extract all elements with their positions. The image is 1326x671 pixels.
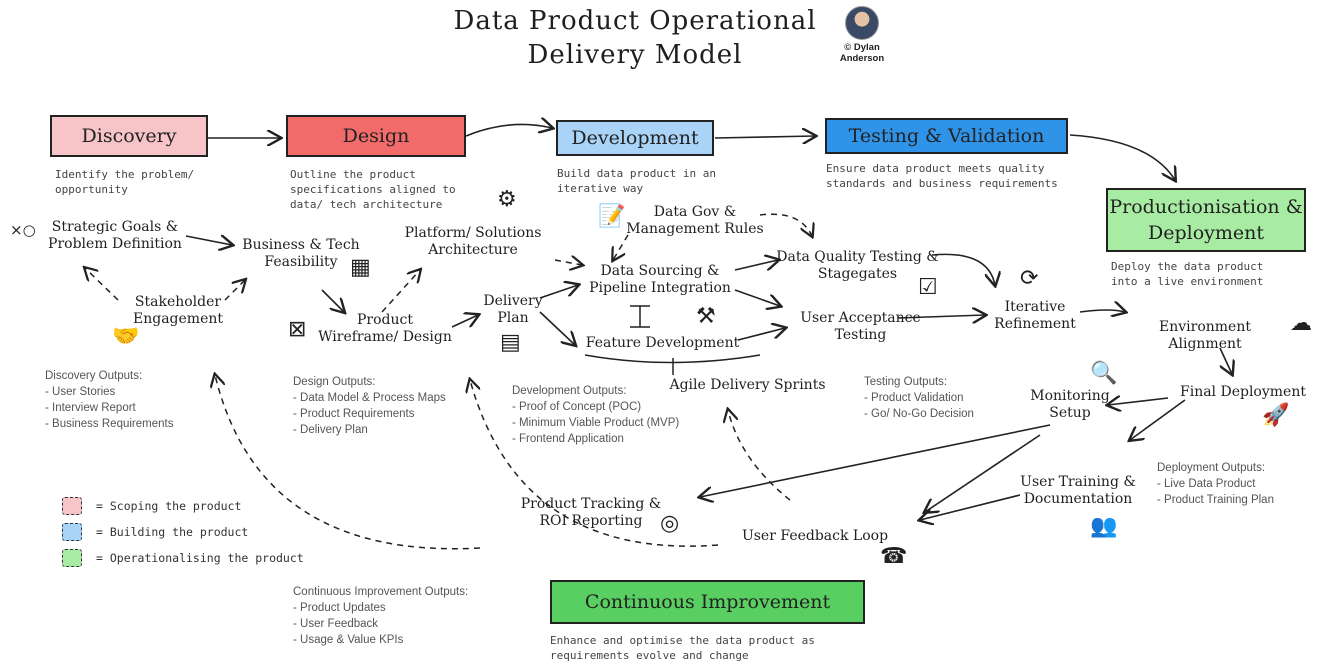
- handshake-icon: 🤝: [112, 324, 140, 349]
- output-item: - Delivery Plan: [293, 424, 368, 436]
- legend-label: = Scoping the product: [96, 499, 242, 513]
- phase-continuous-improvement[interactable]: Continuous Improvement: [550, 580, 865, 624]
- legend-swatch-scoping: [62, 497, 82, 515]
- node-platform-architecture: Platform/ Solutions Architecture: [404, 225, 542, 258]
- phase-development[interactable]: Development: [556, 120, 714, 156]
- legend-swatch-operationalising: [62, 549, 82, 567]
- cloud-server-icon: ☁: [1290, 311, 1312, 336]
- node-data-gov: Data Gov & Management Rules: [626, 204, 764, 237]
- output-item: - Minimum Viable Product (MVP): [512, 417, 680, 429]
- page-title: Data Product Operational Delivery Model: [453, 6, 817, 70]
- outputs-heading: Design Outputs:: [293, 376, 376, 388]
- output-item: - Frontend Application: [512, 433, 624, 445]
- output-item: - Product Requirements: [293, 408, 415, 420]
- output-item: - Live Data Product: [1157, 478, 1256, 490]
- node-final-deployment: Final Deployment: [1180, 384, 1306, 400]
- code-tools-icon: ⚒: [696, 304, 716, 329]
- discovery-description: Identify the problem/ opportunity: [55, 168, 195, 196]
- discovery-outputs: Discovery Outputs: - User Stories - Inte…: [45, 368, 173, 432]
- node-product-tracking: Product Tracking & ROI Reporting: [520, 496, 662, 529]
- legend-swatch-building: [62, 523, 82, 541]
- circuit-icon: ▦: [350, 255, 371, 280]
- testing-outputs: Testing Outputs: - Product Validation - …: [864, 374, 974, 422]
- continuous-outputs: Continuous Improvement Outputs: - Produc…: [293, 584, 468, 648]
- deployment-outputs: Deployment Outputs: - Live Data Product …: [1157, 460, 1274, 508]
- output-item: - User Feedback: [293, 618, 379, 630]
- outputs-heading: Testing Outputs:: [864, 376, 948, 388]
- output-item: - Product Training Plan: [1157, 494, 1274, 506]
- output-item: - Interview Report: [45, 402, 136, 414]
- analytics-icon: ◎: [660, 511, 680, 536]
- output-item: - Product Updates: [293, 602, 386, 614]
- node-stakeholder-engagement: Stakeholder Engagement: [133, 294, 223, 327]
- output-item: - Data Model & Process Maps: [293, 392, 446, 404]
- phase-design[interactable]: Design: [286, 115, 466, 157]
- author-credit: © Dylan Anderson: [839, 42, 885, 64]
- node-strategic-goals: Strategic Goals & Problem Definition: [48, 219, 182, 252]
- node-monitoring-setup: Monitoring Setup: [1030, 388, 1110, 421]
- plan-icon: ▤: [500, 330, 521, 355]
- training-icon: 👥: [1090, 514, 1118, 539]
- node-environment-alignment: Environment Alignment: [1159, 319, 1251, 352]
- output-item: - Usage & Value KPIs: [293, 634, 404, 646]
- outputs-heading: Deployment Outputs:: [1157, 462, 1266, 474]
- strategy-icon: ×○: [10, 221, 36, 239]
- continuous-description: Enhance and optimise the data product as…: [550, 634, 815, 662]
- node-user-training: User Training & Documentation: [1020, 474, 1136, 507]
- author-avatar: [845, 6, 879, 40]
- development-outputs: Development Outputs: - Proof of Concept …: [512, 383, 679, 447]
- phase-testing-validation[interactable]: Testing & Validation: [825, 118, 1068, 154]
- checklist-icon: ☑: [918, 275, 938, 300]
- outputs-heading: Continuous Improvement Outputs:: [293, 586, 469, 598]
- output-item: - User Stories: [45, 386, 116, 398]
- design-outputs: Design Outputs: - Data Model & Process M…: [293, 374, 446, 438]
- node-data-sourcing: Data Sourcing & Pipeline Integration: [589, 263, 731, 296]
- node-data-quality-testing: Data Quality Testing & Stagegates: [776, 249, 939, 282]
- wireframe-icon: ⊠: [288, 317, 307, 342]
- output-item: - Go/ No-Go Decision: [864, 408, 974, 420]
- legend-label: = Operationalising the product: [96, 551, 304, 565]
- testing-description: Ensure data product meets quality standa…: [826, 162, 1058, 190]
- node-business-tech-feasibility: Business & Tech Feasibility: [242, 237, 360, 270]
- document-icon: 📝: [598, 204, 626, 229]
- production-description: Deploy the data product into a live envi…: [1111, 260, 1264, 288]
- outputs-heading: Development Outputs:: [512, 385, 627, 397]
- refresh-icon: ⟳: [1020, 266, 1039, 291]
- phase-productionisation[interactable]: Productionisation & Deployment: [1106, 188, 1306, 252]
- node-product-wireframe: Product Wireframe/ Design: [318, 312, 452, 345]
- legend-label: = Building the product: [96, 525, 249, 539]
- node-feature-development: Feature Development: [585, 335, 740, 351]
- development-description: Build data product in an iterative way: [557, 167, 716, 195]
- magnifier-icon: 🔍: [1090, 361, 1118, 386]
- phase-discovery[interactable]: Discovery: [50, 115, 208, 157]
- support-icon: ☎: [880, 544, 908, 569]
- node-user-acceptance-testing: User Acceptance Testing: [800, 310, 921, 343]
- node-user-feedback-loop: User Feedback Loop: [741, 528, 889, 544]
- node-agile-sprints: Agile Delivery Sprints: [669, 377, 826, 393]
- output-item: - Proof of Concept (POC): [512, 401, 642, 413]
- node-iterative-refinement: Iterative Refinement: [994, 299, 1076, 332]
- architecture-icon: ⚙: [497, 187, 517, 212]
- design-description: Outline the product specifications align…: [290, 168, 456, 211]
- legend: = Scoping the product = Building the pro…: [62, 497, 304, 567]
- rocket-icon: 🚀: [1262, 403, 1290, 428]
- output-item: - Product Validation: [864, 392, 964, 404]
- node-delivery-plan: Delivery Plan: [483, 293, 543, 326]
- output-item: - Business Requirements: [45, 418, 174, 430]
- outputs-heading: Discovery Outputs:: [45, 370, 143, 382]
